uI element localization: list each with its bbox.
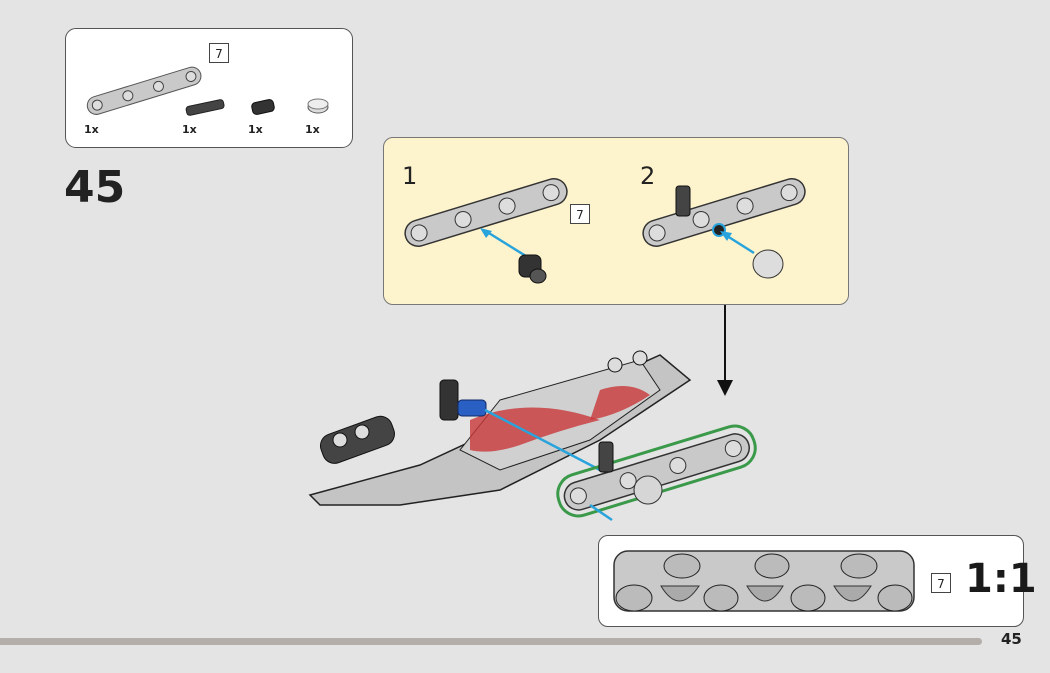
- part-qty: 1x: [305, 123, 320, 136]
- substep-number: 2: [640, 162, 656, 190]
- step-number: 45: [64, 162, 126, 213]
- substep-illustrations: [404, 177, 806, 284]
- parts-list-box: 7 1x 1x 1x 1x: [65, 28, 353, 148]
- part-qty: 1x: [84, 123, 99, 136]
- axle-pin-part: [185, 99, 225, 116]
- part-qty: 1x: [182, 123, 197, 136]
- page-number: 45: [1001, 630, 1022, 648]
- scale-callout-box: 7 1:1: [598, 535, 1037, 627]
- part-qty: 1x: [248, 123, 263, 136]
- beam-substep-2: [642, 177, 806, 247]
- substep-number: 1: [402, 162, 418, 190]
- blue-arrow: [483, 228, 530, 260]
- length-badge: 7: [209, 43, 229, 63]
- pin-part: [518, 254, 547, 284]
- parts-illustrations: [86, 66, 329, 116]
- beam-1to1-illustration: [613, 550, 915, 612]
- highlighted-subassembly: [556, 424, 757, 518]
- beam-substep-1: [404, 177, 568, 247]
- motorcycle-body: [308, 350, 692, 506]
- scale-label: 1:1: [965, 556, 1037, 602]
- substep-box: 1 2 7: [383, 137, 849, 305]
- blue-arrow: [484, 408, 601, 472]
- pin-part: [251, 99, 275, 115]
- beam-7-part: [86, 66, 202, 115]
- arrow-head: [717, 380, 733, 396]
- axle-pin-vertical: [675, 185, 691, 217]
- length-badge: 7: [570, 204, 590, 224]
- round-tile-part: [307, 98, 329, 114]
- round-tile-part: [752, 249, 784, 279]
- progress-bar: [0, 638, 982, 645]
- length-badge: 7: [931, 573, 951, 593]
